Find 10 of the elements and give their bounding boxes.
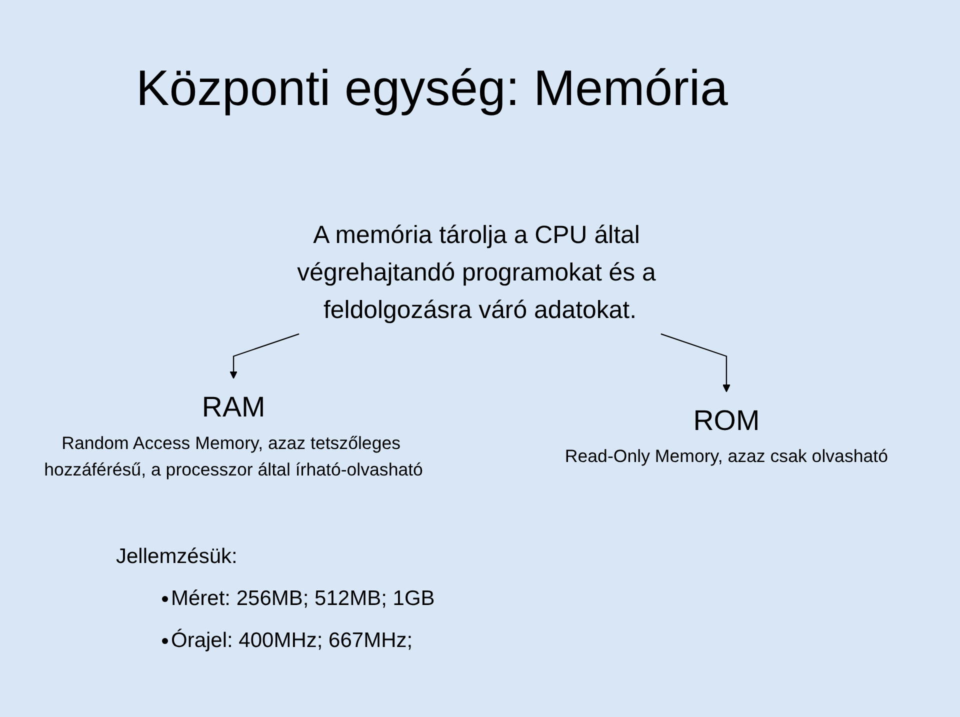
node-text: ROM Read-Only Memory, azaz csak olvasható — [564, 404, 888, 467]
flowchart: A memória tárolja a CPU által végrehajtandó programokat és a feldolgozásra váró adatokat. RAM Random Access Memory, azaz tetszőleges hozzáférésű, a processzor által írható-olvasható ROM Read-Only Memory, azaz csak olvasható — [20, 160, 940, 540]
arrow — [660, 333, 730, 392]
bullet-text: Méret: 256MB; 512MB; 1GB — [171, 587, 435, 611]
bullet-text: Órajel: 400MHz; 667MHz; — [171, 629, 413, 653]
node-text: A memória tárolja a CPU által végrehajtandó programokat és a feldolgozásra váró adatokat. — [297, 220, 656, 324]
label-text: Jellemzésük: — [116, 545, 238, 569]
arrow — [230, 333, 300, 379]
node-text: RAM Random Access Memory, azaz tetszőleges hozzáférésű, a processzor által írható-olvasható — [44, 390, 423, 480]
slide-title: Központi egység: Memória — [136, 59, 728, 118]
